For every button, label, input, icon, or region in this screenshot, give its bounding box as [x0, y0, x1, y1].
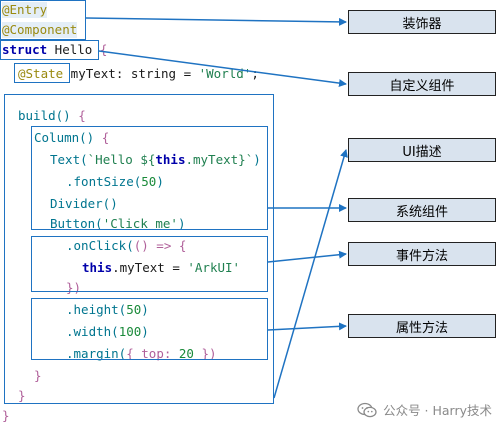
code-line-width: .width(100)	[66, 324, 149, 339]
label-event-method: 事件方法	[348, 242, 496, 266]
code-line-assign: this.myText = 'ArkUI'	[82, 260, 241, 275]
watermark-text: 公众号 · Harry技术	[383, 403, 492, 418]
label-ui-description: UI描述	[348, 138, 496, 162]
code-line-onclick: .onClick(() => {	[66, 238, 187, 253]
arrow-event-method	[267, 250, 347, 263]
code-line-divider: Divider()	[50, 196, 118, 211]
arrow-ui-description	[273, 149, 348, 399]
code-line-component: @Component	[2, 22, 78, 38]
code-line-entry: @Entry	[2, 2, 48, 18]
state-frame	[14, 63, 70, 83]
label-custom-component: 自定义组件	[348, 72, 496, 96]
code-line-margin: .margin({ top: 20 })	[66, 346, 217, 361]
build-frame	[4, 94, 274, 404]
code-line-close-build: }	[18, 388, 26, 403]
code-line-text: Text(`Hello ${this.myText}`)	[50, 152, 261, 167]
label-decorator: 装饰器	[348, 10, 496, 34]
arrow-custom-component	[98, 50, 347, 88]
wechat-icon	[357, 402, 377, 417]
code-line-column: Column() {	[34, 130, 110, 145]
watermark: 公众号 · Harry技术	[357, 400, 492, 419]
arrow-decorator	[85, 17, 347, 26]
code-line-close-struct: }	[2, 408, 10, 423]
code-line-fontsize: .fontSize(50)	[66, 174, 164, 189]
arrow-attribute-method	[267, 322, 347, 331]
column-frame	[31, 126, 268, 230]
label-system-component: 系统组件	[348, 198, 496, 222]
code-line-struct: struct Hello {	[2, 42, 108, 57]
event-frame	[31, 236, 268, 292]
code-line-button: Button('Click me')	[50, 216, 186, 231]
attribute-frame	[31, 298, 268, 360]
code-line-height: .height(50)	[66, 302, 149, 317]
label-attribute-method: 属性方法	[348, 314, 496, 338]
code-line-close-column: }	[34, 368, 42, 383]
decorator-frame	[0, 0, 86, 40]
code-line-build: build() {	[18, 108, 86, 123]
struct-frame	[0, 40, 99, 60]
